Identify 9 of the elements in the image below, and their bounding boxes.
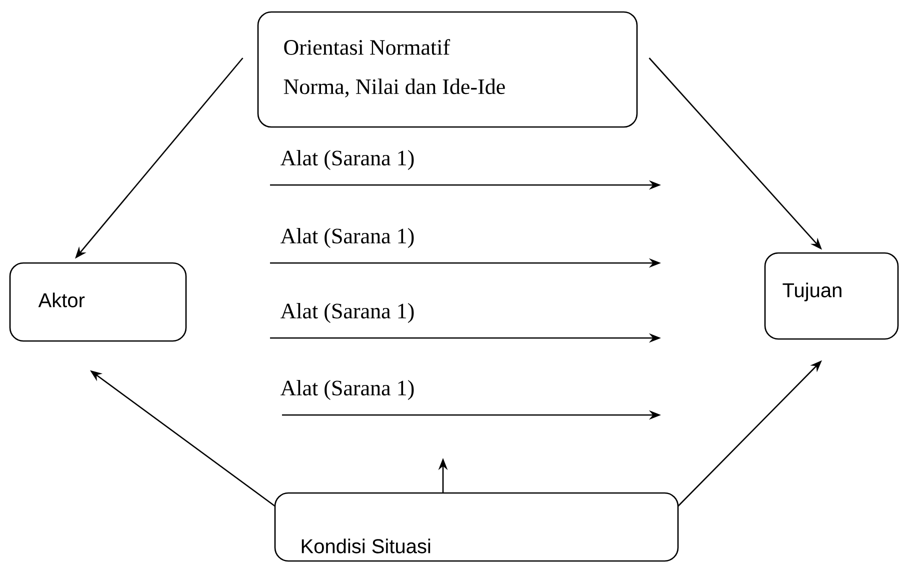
arrow-label: Alat (Sarana 1) bbox=[280, 303, 414, 323]
arrow-label: Alat (Sarana 1) bbox=[280, 150, 414, 170]
arrow-label: Alat (Sarana 1) bbox=[280, 380, 414, 400]
node-text: Orientasi Normatif bbox=[284, 39, 450, 55]
node-text: Aktor bbox=[38, 292, 85, 308]
node-text: Norma, Nilai dan Ide-Ide bbox=[284, 78, 505, 98]
node-text: Tujuan bbox=[782, 282, 842, 302]
node-text: Kondisi Situasi bbox=[302, 538, 430, 554]
arrow-label: Alat (Sarana 1) bbox=[280, 228, 414, 248]
